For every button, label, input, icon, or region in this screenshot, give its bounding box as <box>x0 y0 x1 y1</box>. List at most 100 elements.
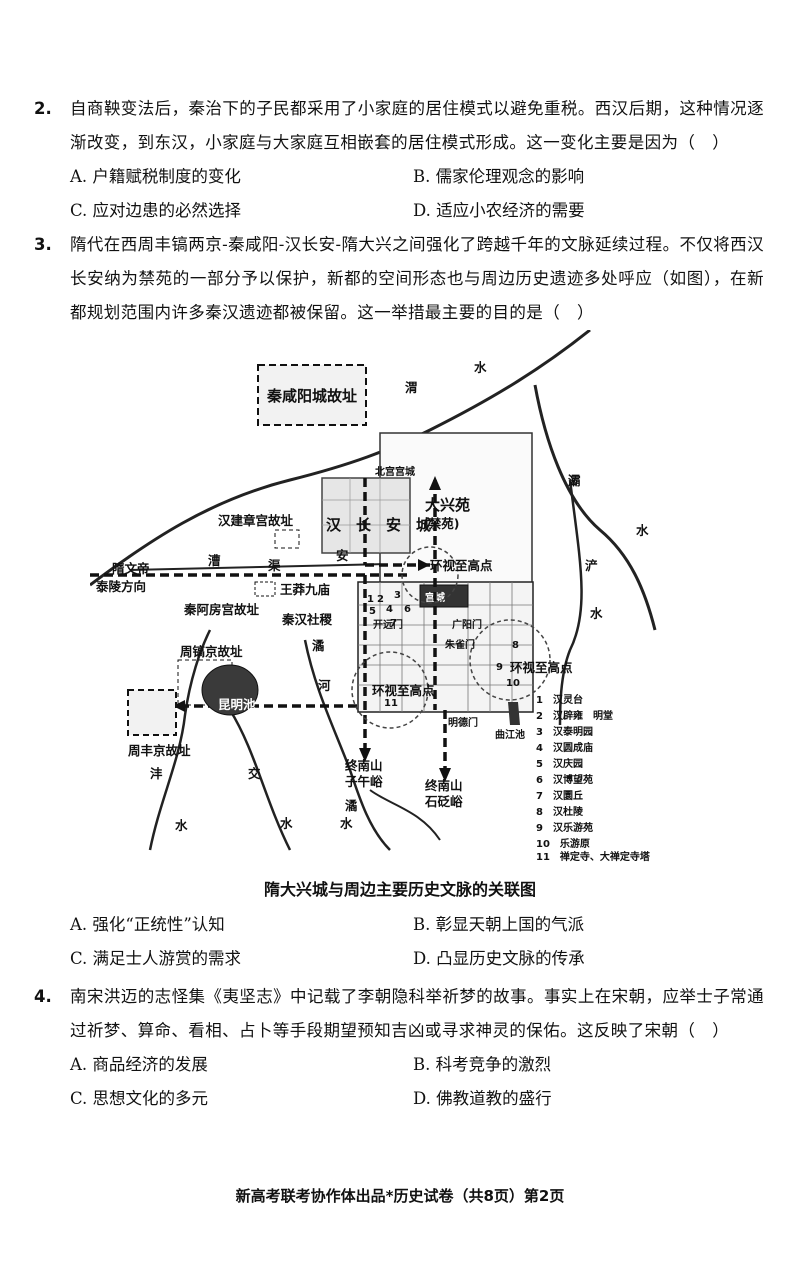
cao-label: 漕 <box>208 553 221 568</box>
chan-label-1: 浐 <box>585 558 598 573</box>
site-number: 8 <box>512 640 519 651</box>
question-number: 2. <box>34 99 52 118</box>
guangyang-label: 广阳门 <box>452 618 482 631</box>
jianzhang-site <box>274 529 300 549</box>
efang-label: 秦阿房宫故址 <box>183 602 260 617</box>
option-c[interactable]: C. 满足士人游赏的需求 <box>70 949 242 968</box>
feng-label-2: 水 <box>175 818 188 833</box>
jue-label-1: 潏 <box>345 798 358 813</box>
wei-label-1: 渭 <box>405 380 418 395</box>
huanshi-label-2: 环视至高点 <box>372 683 435 698</box>
hao-river <box>369 789 441 841</box>
map-svg: 秦咸阳城故址 渭 水 灞 水 浐 水 大兴苑 (禁苑) 北宫宫城 汉 长 安 城… <box>90 330 657 862</box>
option-b[interactable]: B. 彰显天朝上国的气派 <box>413 915 585 934</box>
question-3: 3. 隋代在西周丰镐两京-秦咸阳-汉长安-隋大兴之间强化了跨越千年的文脉延续过程… <box>34 228 764 330</box>
option-a[interactable]: A. 强化“正统性”认知 <box>70 915 225 934</box>
question-2: 2. 自商鞅变法后，秦治下的子民都采用了小家庭的居住模式以避免重税。西汉后期，这… <box>34 92 764 228</box>
view-circle-3 <box>469 619 551 701</box>
option-b[interactable]: B. 儒家伦理观念的影响 <box>413 167 585 186</box>
sui-wendi-label: 隋文帝 <box>112 561 150 576</box>
option-d[interactable]: D. 佛教道教的盛行 <box>413 1089 552 1108</box>
question-4: 4. 南宋洪迈的志怪集《夷坚志》中记载了李朝隐科举祈梦的故事。事实上在宋朝，应举… <box>34 980 764 1116</box>
zhoughao-site <box>177 659 233 706</box>
mingde-label: 明德门 <box>448 716 478 729</box>
zhoughao-label: 周镐京故址 <box>180 644 243 659</box>
kunming-pool <box>201 664 259 716</box>
zhoufeng-label: 周丰京故址 <box>128 743 191 758</box>
huanshi-label-3: 环视至高点 <box>510 660 573 675</box>
legend-item: 3 汉泰明园 <box>536 725 593 738</box>
legend-item: 6 汉博望苑 <box>536 773 593 786</box>
map-legend: 1 汉灵台 2 汉辟雍 明堂 3 汉泰明园 4 汉圆成庙 5 汉庆园 6 汉博望… <box>536 693 651 862</box>
zhongnan-1a-label: 终南山 <box>345 758 383 773</box>
arrow-south-1 <box>359 748 371 762</box>
wei-river <box>90 330 591 587</box>
question-stem: 南宋洪迈的志怪集《夷坚志》中记载了李朝隐科举祈梦的故事。事实上在宋朝，应举士子常… <box>70 987 764 1040</box>
chan-river <box>558 479 583 726</box>
jianzhang-label: 汉建章宫故址 <box>218 513 294 528</box>
legend-item: 2 汉辟雍 明堂 <box>536 709 613 722</box>
legend-item: 8 汉杜陵 <box>536 805 584 818</box>
site-number: 5 <box>369 606 376 617</box>
legend-item: 10 乐游原 <box>536 837 590 850</box>
sheji-label: 秦汉社稷 <box>281 612 333 627</box>
options: A. 强化“正统性”认知 B. 彰显天朝上国的气派 C. 满足士人游赏的需求 D… <box>70 908 764 976</box>
view-circle-2 <box>351 651 429 729</box>
option-a[interactable]: A. 户籍赋税制度的变化 <box>70 167 241 186</box>
option-c[interactable]: C. 思想文化的多元 <box>70 1089 209 1108</box>
option-d[interactable]: D. 凸显历史文脉的传承 <box>413 949 585 968</box>
legend-item: 7 汉圜丘 <box>536 789 583 802</box>
jue-label-2: 水 <box>340 816 353 831</box>
feng-river <box>148 629 212 851</box>
zhongnan-2b-label: 石砭峪 <box>424 794 463 809</box>
zhongnan-2a-label: 终南山 <box>425 778 463 793</box>
option-d[interactable]: D. 适应小农经济的需要 <box>413 201 585 220</box>
north-palace-label: 北宫宫城 <box>375 465 415 478</box>
site-number: 10 <box>506 678 520 689</box>
xianyang-label: 秦咸阳城故址 <box>266 387 357 405</box>
fen-river <box>228 709 292 851</box>
options: A. 户籍赋税制度的变化 B. 儒家伦理观念的影响 C. 应对边患的必然选择 D… <box>70 160 764 228</box>
site-number: 9 <box>496 662 503 673</box>
hao-label: 潏 <box>312 638 325 653</box>
arrow-east <box>418 559 430 571</box>
kunming-label: 昆明池 <box>218 697 256 712</box>
wei-label-2: 水 <box>474 360 487 375</box>
site-number: 7 <box>390 618 397 629</box>
kaiyuan-label: 开远门 <box>373 618 403 631</box>
question-stem: 隋代在西周丰镐两京-秦咸阳-汉长安-隋大兴之间强化了跨越千年的文脉延续过程。不仅… <box>70 235 764 322</box>
jinyuan-label: (禁苑) <box>423 516 459 531</box>
options: A. 商品经济的发展 B. 科考竞争的激烈 C. 思想文化的多元 D. 佛教道教… <box>70 1048 764 1116</box>
arrow-north <box>429 476 441 490</box>
feng-label-1: 沣 <box>150 766 163 781</box>
qujiang-pool <box>508 702 520 725</box>
option-b[interactable]: B. 科考竞争的激烈 <box>413 1055 552 1074</box>
zhoufeng-site <box>127 689 177 736</box>
question-3-options: A. 强化“正统性”认知 B. 彰显天朝上国的气派 C. 满足士人游赏的需求 D… <box>34 908 764 976</box>
daxingyuan-label: 大兴苑 <box>425 496 470 514</box>
option-c[interactable]: C. 应对边患的必然选择 <box>70 201 242 220</box>
relation-map: 秦咸阳城故址 渭 水 灞 水 浐 水 大兴苑 (禁苑) 北宫宫城 汉 长 安 城… <box>90 330 720 862</box>
option-a[interactable]: A. 商品经济的发展 <box>70 1055 208 1074</box>
map-caption: 隋大兴城与周边主要历史文脉的关联图 <box>263 880 536 899</box>
xianyang-site <box>257 364 367 426</box>
page-footer: 新高考联考协作体出品*历史试卷（共8页）第2页 <box>235 1187 565 1205</box>
an-label: 安 <box>336 548 349 563</box>
ba-label-2: 水 <box>636 523 649 538</box>
site-number: 6 <box>404 604 411 615</box>
site-number: 1 <box>367 594 374 605</box>
ba-river <box>533 384 657 631</box>
wangmang-label: 王莽九庙 <box>280 582 331 597</box>
view-circle-1 <box>401 546 459 604</box>
qu-label: 渠 <box>268 558 281 573</box>
han-changan-label: 汉 长 安 城 <box>326 516 431 534</box>
site-number: 2 <box>377 594 384 605</box>
ba-label-1: 灞 <box>568 473 581 488</box>
arrow-west <box>173 700 185 712</box>
question-number: 3. <box>34 235 52 254</box>
fen-label-2: 水 <box>280 816 293 831</box>
legend-item: 4 汉圆成庙 <box>536 741 593 754</box>
site-number: 4 <box>386 604 393 615</box>
legend-item: 11 禅定寺、大禅定寺塔 <box>536 850 651 862</box>
